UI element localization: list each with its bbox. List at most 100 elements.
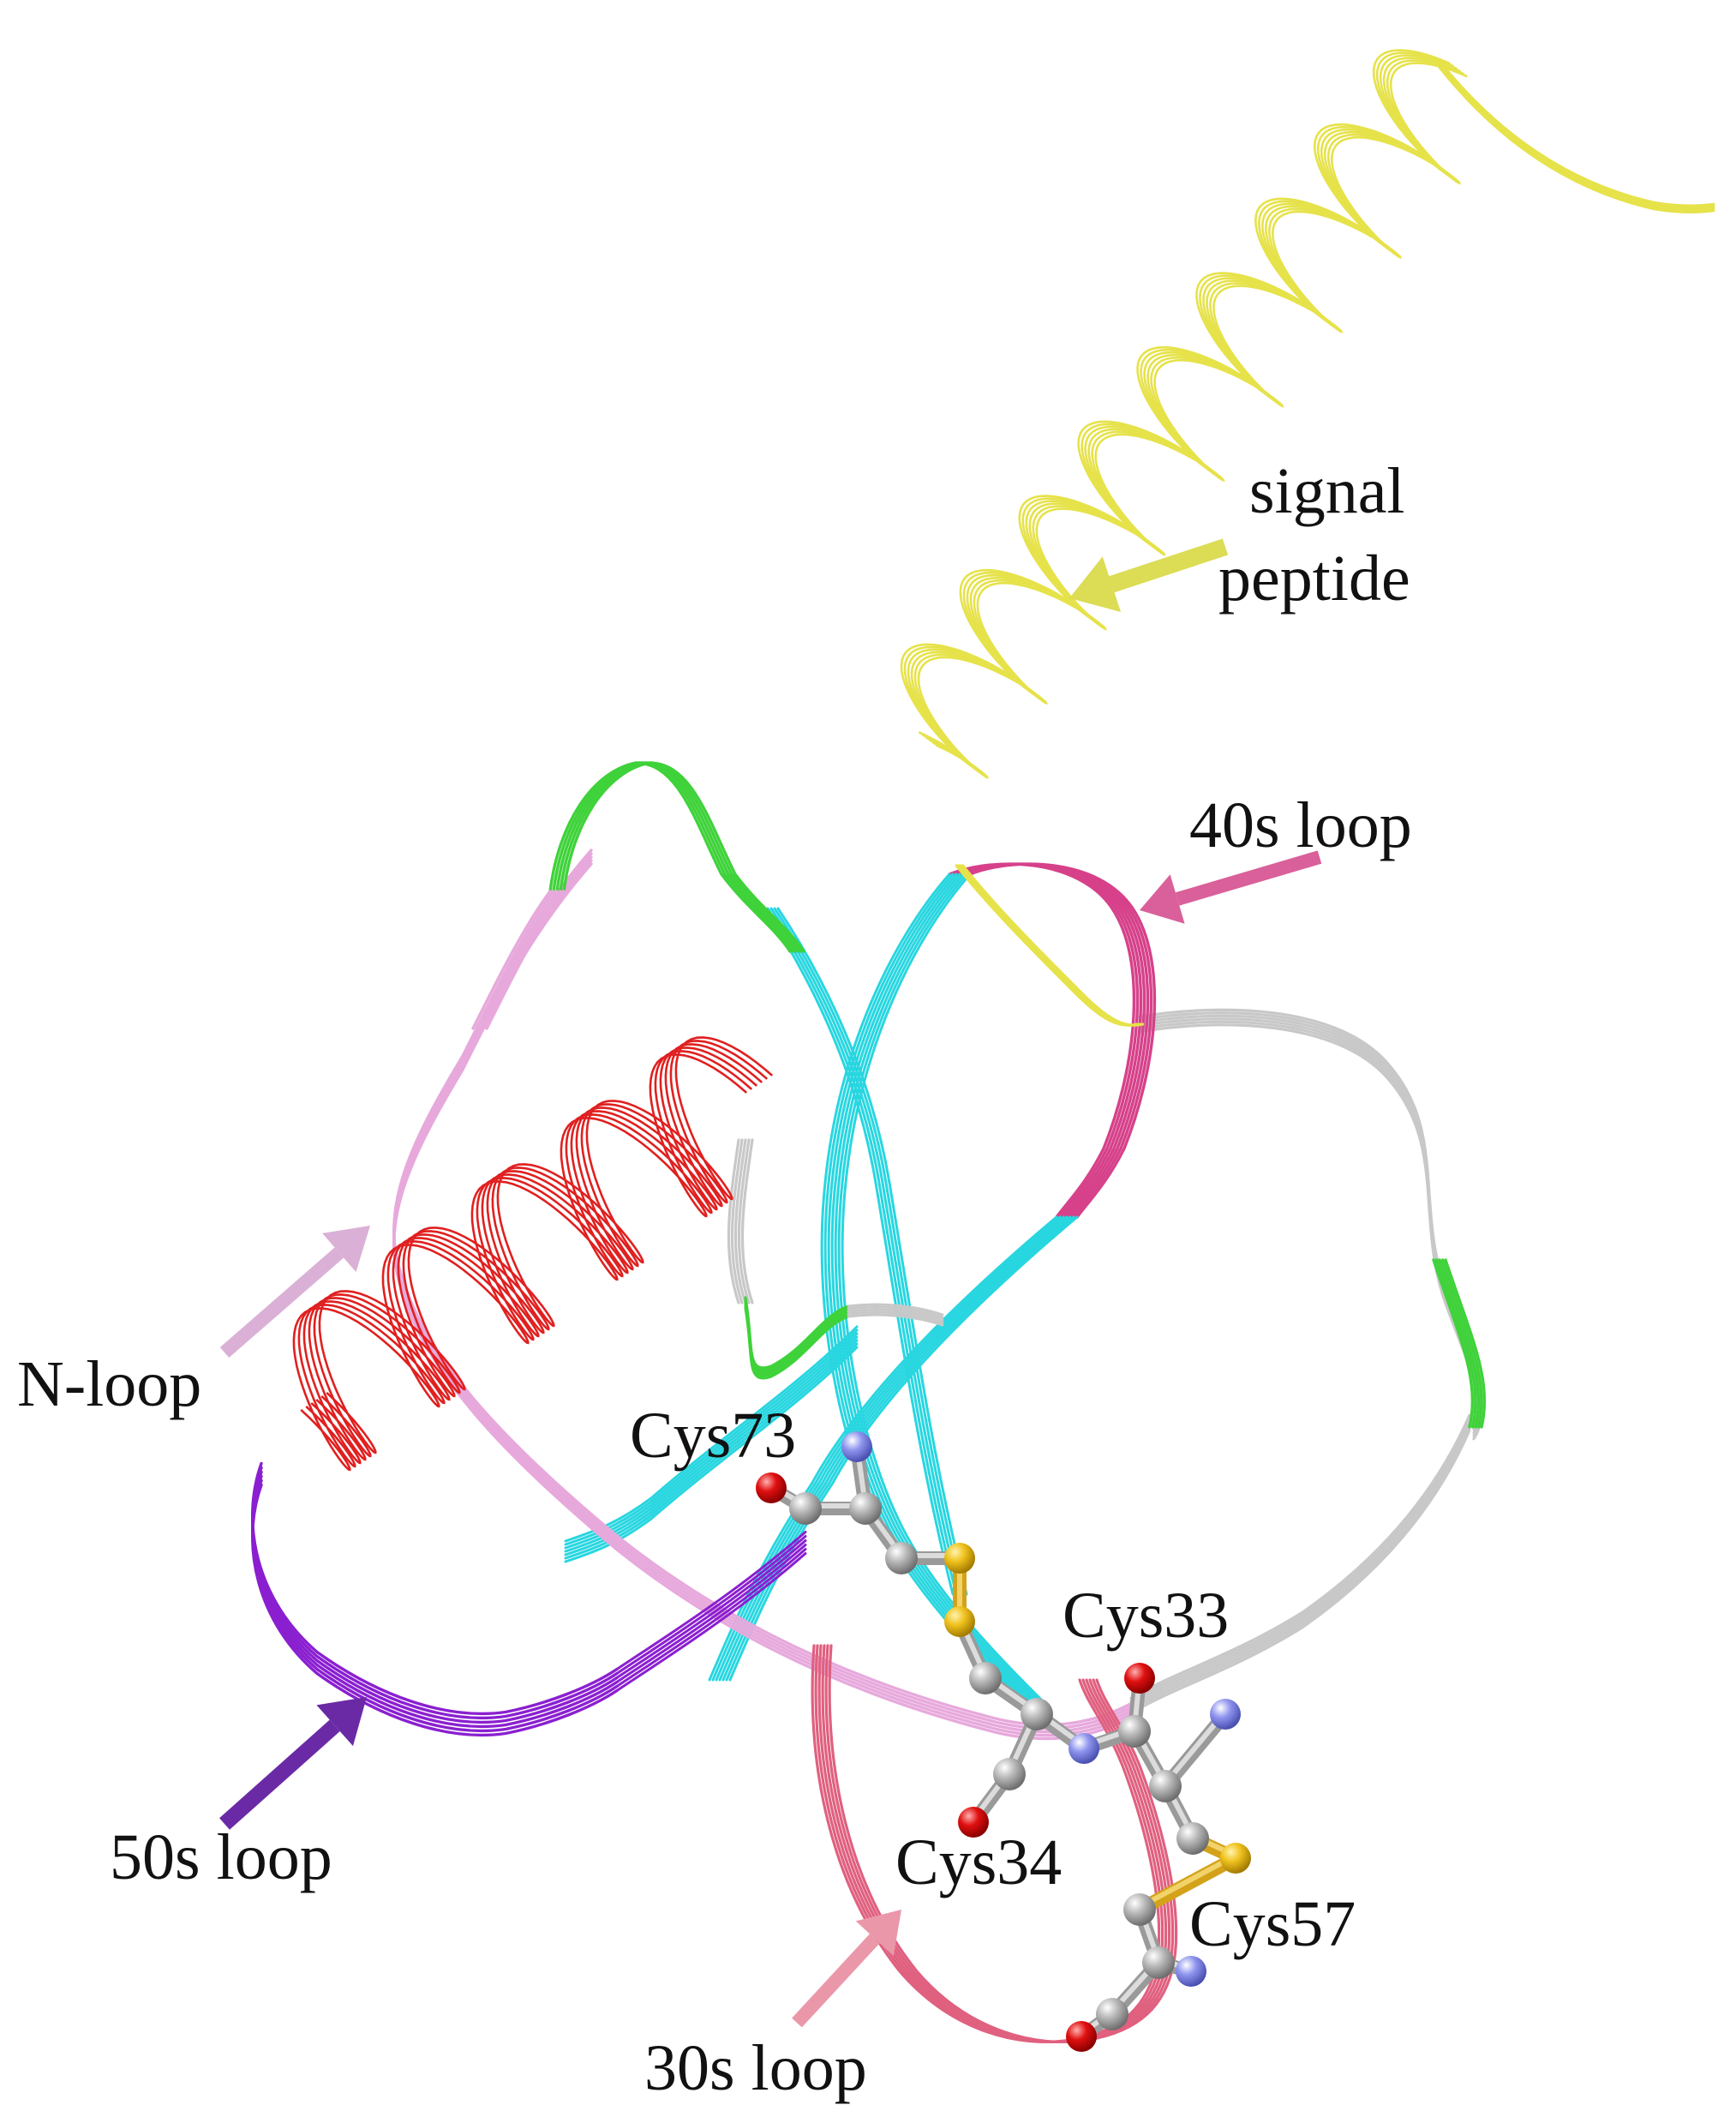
coil-right-strand bbox=[1138, 1023, 1482, 1441]
hairpin-link-strand bbox=[847, 1310, 944, 1324]
strand-a-strand bbox=[725, 1215, 1075, 1682]
oxygen-atom bbox=[756, 1472, 787, 1503]
signal-peptide-helix-coil bbox=[907, 54, 1458, 771]
carbon-atom bbox=[1021, 1698, 1053, 1730]
strand-a-strand bbox=[721, 1215, 1072, 1682]
arrow-n-loop-head bbox=[322, 1226, 370, 1273]
hairpin-green bbox=[744, 1296, 850, 1380]
strand-b-strand bbox=[827, 873, 1035, 1707]
coil-lower-right-strand bbox=[1129, 1429, 1471, 1715]
sulfur-atom bbox=[944, 1606, 975, 1637]
arrow-50s-loop-shaft bbox=[219, 1719, 340, 1830]
labels: signal peptide 40s loop N-loop 50s loop … bbox=[17, 455, 1412, 2104]
carbon-atom bbox=[969, 1662, 1002, 1694]
nloop-top-turn-strand bbox=[548, 761, 792, 953]
turn-right-strand bbox=[1434, 1258, 1477, 1429]
carbon-atom bbox=[1118, 1715, 1151, 1748]
arrow-40s-loop-head bbox=[1140, 874, 1185, 924]
nloop-bridge-strand bbox=[482, 890, 562, 1030]
red-helix-coil bbox=[302, 1047, 758, 1465]
loop-50s-tail bbox=[615, 1531, 807, 1692]
arrow-30s-loop-head bbox=[855, 1910, 901, 1957]
signal-peptide-helix-coil bbox=[910, 57, 1461, 774]
strand-d-strand bbox=[564, 1335, 859, 1553]
hairpin-link bbox=[847, 1303, 944, 1327]
red-helix-coil bbox=[292, 1053, 748, 1472]
sulfur-atom bbox=[944, 1543, 975, 1574]
hairpin-green-strand bbox=[744, 1306, 850, 1380]
arrow-signal-peptide bbox=[1069, 538, 1229, 613]
arrow-30s-loop bbox=[792, 1910, 901, 2028]
loop-50s-strand bbox=[251, 1474, 619, 1729]
hairpin-grey-strand bbox=[737, 1138, 751, 1304]
nitrogen-atom bbox=[1069, 1733, 1099, 1764]
strand-d-strand bbox=[564, 1346, 859, 1563]
hairpin-link-strand bbox=[847, 1303, 944, 1316]
hairpin-link-strand bbox=[847, 1313, 944, 1327]
nloop-top-turn-strand bbox=[562, 761, 805, 953]
hairpin-grey bbox=[727, 1138, 754, 1304]
loop-50s-strand bbox=[251, 1483, 619, 1737]
strand-b-strand bbox=[834, 873, 1042, 1707]
coil-lower-right bbox=[1129, 1413, 1471, 1715]
strand-a-strand bbox=[708, 1215, 1058, 1682]
loop-50s-strand bbox=[251, 1466, 619, 1720]
strand-c-strand bbox=[766, 907, 958, 1596]
hairpin-link-strand bbox=[847, 1305, 944, 1319]
signal-down bbox=[955, 864, 1145, 1027]
turn-right-strand bbox=[1438, 1258, 1481, 1429]
carbon-atom bbox=[1142, 1946, 1175, 1979]
carbon-atom bbox=[1096, 1998, 1128, 2030]
loop-50s-tail-strand bbox=[615, 1544, 807, 1683]
turn-right-strand bbox=[1444, 1258, 1487, 1429]
nloop-top-turn-strand bbox=[552, 761, 795, 953]
oxygen-atom bbox=[1066, 2021, 1097, 2052]
label-cys33: Cys33 bbox=[1063, 1580, 1229, 1652]
hairpin-link-strand bbox=[847, 1308, 944, 1322]
strand-c-strand bbox=[763, 907, 955, 1596]
coil-lower-right-strand bbox=[1129, 1423, 1471, 1709]
n-loop bbox=[392, 849, 1141, 1741]
nloop-bridge-strand bbox=[478, 890, 559, 1030]
carbon-atom bbox=[789, 1492, 822, 1525]
signal-peptide-helix-coil bbox=[917, 62, 1468, 779]
arrow-40s-loop bbox=[1140, 850, 1322, 924]
carbon-atom bbox=[1149, 1770, 1182, 1802]
n-loop-strand bbox=[392, 862, 1141, 1741]
signal-peptide-helix-coil bbox=[913, 59, 1464, 777]
carbon-atom bbox=[885, 1542, 918, 1574]
sulfur-atom bbox=[1220, 1843, 1251, 1874]
strand-c bbox=[763, 907, 968, 1596]
signal-tail-strand bbox=[1438, 63, 1715, 212]
loop-50s-strand bbox=[251, 1470, 619, 1724]
strand-b-strand bbox=[820, 873, 1028, 1707]
carbon-atom bbox=[1123, 1893, 1156, 1926]
nloop-top-turn-strand bbox=[555, 761, 799, 953]
signal-tail-strand bbox=[1438, 59, 1715, 207]
turn-right bbox=[1432, 1258, 1487, 1429]
label-50s-loop: 50s loop bbox=[110, 1821, 332, 1893]
arrow-n-loop-shaft bbox=[219, 1247, 344, 1358]
coil-lower-right-strand bbox=[1129, 1425, 1471, 1712]
n-loop-strand bbox=[392, 849, 1141, 1727]
strand-b-strand bbox=[830, 873, 1039, 1707]
nloop-bridge-strand bbox=[485, 890, 566, 1030]
loop-50s bbox=[251, 1461, 619, 1737]
strand-b bbox=[820, 873, 1049, 1707]
strand-c-strand bbox=[776, 907, 968, 1596]
arrow-signal-peptide-head bbox=[1069, 556, 1122, 613]
arrow-50s-loop-head bbox=[316, 1697, 367, 1747]
strand-c-strand bbox=[773, 907, 965, 1596]
strand-a-strand bbox=[718, 1215, 1069, 1682]
nloop-bridge bbox=[471, 890, 566, 1030]
label-n-loop: N-loop bbox=[17, 1348, 201, 1420]
arrow-40s-loop-shaft bbox=[1175, 850, 1322, 906]
arrow-n-loop bbox=[219, 1226, 370, 1358]
signal-peptide-helix bbox=[900, 49, 1468, 779]
loop-50s-strand bbox=[251, 1478, 619, 1733]
turn-right-strand bbox=[1440, 1258, 1483, 1429]
strand-a bbox=[708, 1215, 1079, 1682]
label-40s-loop: 40s loop bbox=[1189, 789, 1412, 861]
